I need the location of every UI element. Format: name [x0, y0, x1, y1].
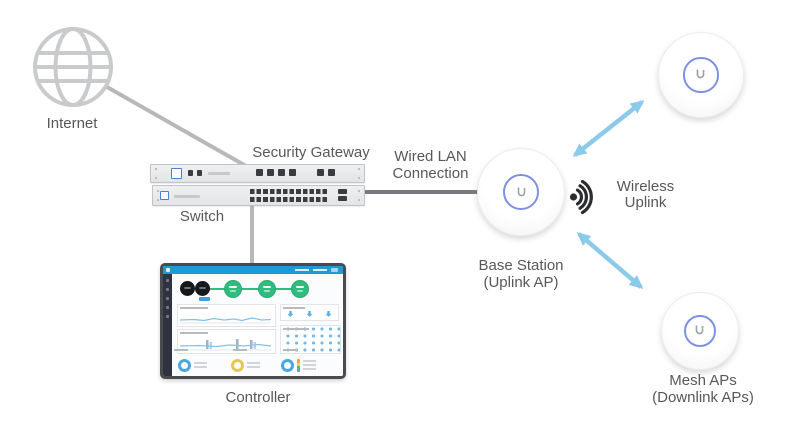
controller-app-logo-icon [166, 268, 170, 272]
controller-topology-badge [199, 297, 210, 301]
gauge-stack-bar [297, 358, 300, 372]
mesh-ap-bottom [661, 292, 739, 370]
controller-lan-gauge [231, 349, 281, 376]
base-station-ap [477, 148, 565, 236]
ap-led-ring [683, 57, 719, 93]
wireless-uplink-label-line1: Wireless [616, 178, 675, 195]
base-station-label-line2: (Uplink AP) [483, 273, 559, 291]
base-station-label: Base Station (Uplink AP) [451, 257, 591, 291]
unifi-logo-icon [697, 69, 706, 79]
mesh-aps-label-line2: (Downlink APs) [652, 388, 754, 406]
unifi-logo-icon [517, 186, 526, 196]
controller-dashboard [172, 274, 343, 376]
gateway-lan-ports [256, 169, 296, 176]
wired-lan-label: Wired LAN Connection [378, 148, 483, 182]
controller-throughput-chart [177, 329, 276, 354]
unifi-logo-icon [696, 325, 705, 335]
base-station-label-line1: Base Station [478, 257, 564, 274]
internet-to-gateway-line [106, 85, 254, 172]
switch-port-block [250, 189, 329, 202]
mesh-ap-top [658, 32, 744, 118]
wireless-uplink-label-line2: Uplink [624, 194, 667, 211]
gateway-wan-ports [317, 169, 335, 176]
ap-led-ring [503, 174, 539, 210]
download-icon [306, 311, 313, 317]
download-icon [325, 311, 332, 317]
download-icon [287, 311, 294, 317]
controller-screenshot [160, 263, 346, 379]
controller-topology-node-2 [258, 280, 276, 298]
globe-icon [33, 27, 113, 107]
controller-topology-gateway-node [195, 281, 210, 296]
controller-screen [163, 266, 343, 376]
gateway-console-ports [188, 170, 202, 176]
controller-topology-link [198, 288, 306, 290]
gauge-donut-yellow [231, 358, 244, 372]
controller-gauges-row [172, 349, 343, 376]
wifi-signal-icon [569, 179, 593, 215]
controller-label: Controller [225, 389, 291, 406]
security-gateway-device [150, 164, 365, 183]
switch-device [152, 185, 365, 206]
gauge-donut-blue-2 [281, 358, 294, 372]
mesh-aps-label-line1: Mesh APs [669, 372, 737, 389]
controller-www-gauge [281, 349, 343, 376]
controller-sidebar [163, 274, 172, 376]
controller-topology-wan-node [180, 281, 195, 296]
controller-topology-node-3 [291, 280, 309, 298]
controller-header-bar [163, 266, 343, 274]
wired-lan-label-line1: Wired LAN [394, 148, 467, 165]
gateway-logo-icon [171, 168, 182, 179]
controller-wlan-gauge [172, 349, 231, 376]
wired-lan-label-line2: Connection [392, 165, 469, 182]
switch-sfp-ports [338, 189, 347, 201]
ap-led-ring [683, 314, 717, 348]
gauge-donut-blue [178, 358, 191, 372]
internet-label: Internet [46, 115, 98, 132]
switch-logo-icon [160, 191, 169, 200]
switch-label: Switch [179, 208, 225, 225]
wireless-link-arrow-top [572, 100, 645, 157]
wireless-uplink-label: Wireless Uplink [603, 179, 688, 211]
controller-latency-chart [177, 304, 276, 327]
security-gateway-label: Security Gateway [252, 144, 370, 161]
controller-topology-node-1 [224, 280, 242, 298]
mesh-aps-label: Mesh APs (Downlink APs) [628, 372, 778, 406]
wireless-link-arrow-bottom [576, 232, 644, 289]
controller-deep-packet-panel [280, 304, 339, 321]
